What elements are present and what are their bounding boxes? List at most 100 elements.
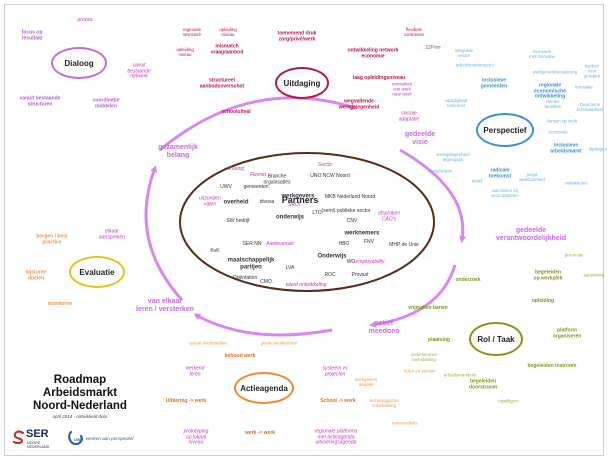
actieagenda-term: goede werkkansen — [260, 340, 298, 346]
partner-term: (semi) publieke sector — [321, 208, 371, 215]
transition-actief-meedoen: actief meedoen — [368, 320, 400, 335]
ser-mark-icon — [12, 430, 25, 444]
actieagenda-term: werkend leren — [185, 365, 205, 377]
partner-term: UNO NCW Noord — [310, 173, 350, 180]
partner-term: employability — [355, 259, 385, 266]
uitdaging-term: flexibele contracten — [403, 27, 425, 37]
dialoog-term: vanuit bestaande structuren — [19, 95, 61, 107]
partner-term: FNV — [364, 239, 374, 246]
perspectief-term: Duurzame inzetbaarheid — [576, 102, 604, 112]
actieagenda-term: technologische ontwikkeling — [369, 398, 399, 408]
perspectief-term: kansen op werk — [546, 118, 578, 124]
dialoog-node[interactable]: Dialoog — [51, 47, 107, 79]
partner-term: Aanleverwel — [266, 241, 294, 248]
ser-logo: SER NOORD NEDERLAND — [12, 428, 56, 452]
partner-term: UWV — [220, 184, 232, 191]
cycle-arc-5 — [144, 165, 184, 302]
partner-term: sharing — [227, 166, 245, 173]
ser-logo-text: SER — [26, 428, 49, 440]
uitdaging-term: mismatch vraag/aanbod — [210, 43, 244, 55]
actieagenda-term: regionale platforms met actieagenda uitv… — [314, 428, 358, 446]
actieagenda-term: behoud werk — [224, 353, 256, 360]
partner-term: werkgevers — [281, 193, 315, 200]
cycle-arc-4 — [193, 313, 333, 337]
dialoog-term: proces — [77, 17, 93, 24]
uitdaging-term: regionale mismatch — [182, 27, 202, 37]
rol-taak-node[interactable]: Rol / Taak — [469, 322, 523, 356]
uitdaging-term: schooluitval — [221, 109, 251, 116]
partner-term: CNV — [346, 218, 358, 225]
partner-term: MHP de Unie — [389, 242, 419, 249]
uitdaging-term: mentaliteit van werk naar werk — [391, 81, 413, 97]
rol-term: vrijwilligers — [497, 398, 519, 404]
partner-term: divosa — [259, 199, 275, 206]
perspectief-term: doelgroepen — [427, 168, 453, 174]
partner-term: LTO — [312, 210, 322, 217]
partners-ellipse — [179, 152, 435, 292]
evaluatie-term: bijsturen doelen — [25, 269, 47, 281]
perspectief-term: regionale economische ontwikkeling — [534, 82, 566, 100]
uitdaging-term: structureel aanbodsoverschot — [199, 77, 245, 89]
rol-term: begeleiden instroom — [527, 363, 577, 370]
perspectief-term: doelen bereiken — [544, 99, 562, 109]
uitdaging-term: wegvallende werkgelegenheid — [338, 98, 380, 110]
perspectief-term: jeugd werkloosheid — [519, 172, 545, 182]
transition-gezamenlijk-belang: gezamenlijk belang — [158, 144, 198, 159]
perspectief-term: bijdragen — [588, 146, 608, 152]
rol-term: aansluiting — [583, 272, 605, 278]
roadmap-subtitle: april 2014 - ontwikkeld door — [52, 414, 108, 419]
partner-term: KvK — [210, 248, 220, 255]
transition-gedeelde-verantwoordelijkheid: gedeelde verantwoordelijkheid — [495, 227, 567, 242]
uwv-logo-text: UWV — [74, 437, 84, 442]
evaluatie-term: elkaar aanspreken — [98, 228, 126, 240]
uitdaging-node[interactable]: Uitdaging — [275, 67, 329, 99]
evaluatie-node[interactable]: Evaluatie — [69, 256, 125, 288]
transition-van-elkaar-leren: van elkaar leren / versterken — [136, 298, 194, 313]
perspectief-term: werkgelegenheid tegengaan — [436, 152, 470, 162]
rol-term: opleiding — [531, 298, 555, 305]
ser-logo-subtext: NOORD NEDERLAND — [27, 441, 50, 450]
evaluatie-term: monitoren — [47, 301, 73, 308]
perspectief-term: inclusieve gemeenten — [480, 77, 508, 89]
rol-term: arbeidsmarktinfo — [443, 372, 477, 378]
partner-term: SROI — [287, 202, 301, 209]
perspectief-term: ontwikkelen — [564, 180, 588, 186]
partner-term: CMO — [260, 279, 272, 286]
actieagenda-term: werk -> werk — [244, 430, 276, 437]
actieagenda-term: School -> werk — [320, 398, 356, 405]
rol-term: platform organiseren — [552, 327, 582, 339]
roadmap-title: Roadmap Arbeidsmarkt Noord-Nederland — [33, 374, 127, 413]
actieagenda-node[interactable]: Actieagenda — [234, 372, 294, 404]
partner-term: Onderwijs — [317, 253, 347, 260]
perspectief-node[interactable]: Perspectief — [476, 113, 534, 147]
partner-term: ROC — [324, 272, 336, 279]
perspectief-term: werken voor groepen — [583, 63, 601, 79]
partner-term: onderwijs — [275, 214, 305, 221]
actieagenda-term: Uitkering -> werk — [165, 398, 207, 405]
uwv-tagline: werken aan perspectief — [86, 436, 134, 441]
partner-term: WO — [346, 259, 356, 266]
actieagenda-term: intermediairs — [392, 420, 418, 426]
cycle-arc-1 — [159, 96, 358, 152]
perspectief-term: vaardigheid toekomst — [444, 98, 468, 108]
actieagenda-term: werkgevers aanpak — [354, 377, 378, 387]
rol-term: begeleiden doorstroom — [468, 378, 498, 390]
dialoog-term: vanuit bestaande netwerk — [127, 62, 151, 80]
uitdaging-term: opleiding niveau — [176, 47, 194, 57]
partner-term: overheid — [223, 199, 249, 206]
partner-term: werknemers — [344, 230, 380, 237]
rol-term: plaatsing — [428, 337, 450, 344]
perspectief-term: economie — [548, 129, 568, 135]
transition-gedeelde-visie: gedeelde visie — [404, 131, 436, 146]
partner-term: HBO — [338, 241, 350, 248]
dialoog-term: focus op resultaat — [21, 29, 43, 41]
perspectief-term: arbeidsmarktregio's — [455, 62, 495, 68]
partner-term: Provast — [351, 272, 369, 279]
perspectief-term: actief — [471, 178, 483, 184]
partner-term: MKB Nederland Noord — [324, 194, 376, 201]
uitdaging-term: sociale adaptatie — [398, 110, 420, 122]
partner-term: afspraken CAO's — [378, 210, 400, 222]
uitdaging-term: ZZP'ers — [425, 44, 441, 50]
partner-term: talent ontwikkeling — [285, 282, 327, 289]
